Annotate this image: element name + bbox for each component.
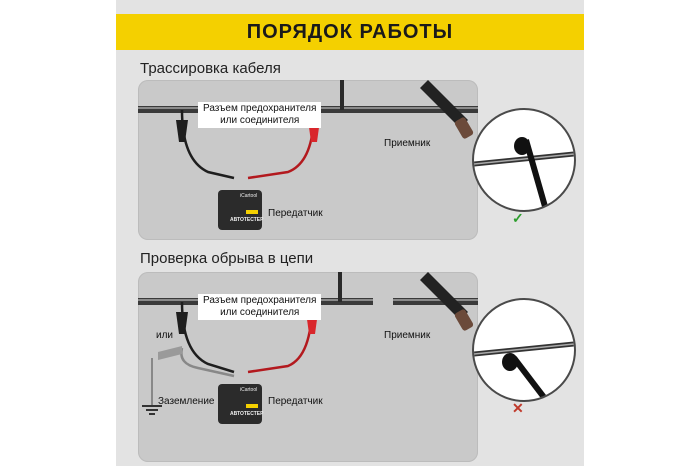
cable-right <box>393 298 478 305</box>
success-check-icon: ✓ <box>512 210 524 226</box>
device-name: АВТОТЕСТЕР <box>230 217 264 223</box>
callout-line1: Разъем предохранителя <box>203 103 317 114</box>
ground-label: Заземление <box>158 396 215 407</box>
section1-title: Трассировка кабеля <box>140 60 281 77</box>
title-banner: ПОРЯДОК РАБОТЫ <box>116 14 584 50</box>
device-name: АВТОТЕСТЕР <box>230 411 264 417</box>
ground-clip <box>158 346 182 360</box>
callout-line2: или соединителя <box>220 115 300 126</box>
zoom-detail <box>474 341 574 400</box>
device-tag <box>246 210 258 214</box>
device-brand: iCartool <box>240 387 258 393</box>
receiver-probe <box>420 80 468 128</box>
section1-callout: Разъем предохранителя или соединителя <box>198 102 322 128</box>
transmitter-label: Передатчик <box>268 208 323 219</box>
banner-title: ПОРЯДОК РАБОТЫ <box>246 20 454 43</box>
section2-title: Проверка обрыва в цепи <box>140 250 314 267</box>
section1-panel: Разъем предохранителя или соединителя iC… <box>138 80 478 240</box>
device-tag <box>246 404 258 408</box>
or-label: или <box>156 330 174 341</box>
section2-panel: Разъем предохранителя или соединителя ил… <box>138 272 478 462</box>
section2-zoom-circle <box>472 298 576 402</box>
section1-zoom-circle <box>472 108 576 212</box>
fail-cross-icon: ✕ <box>512 400 524 416</box>
callout-line2: или соединителя <box>220 307 300 318</box>
transmitter-label: Передатчик <box>268 396 323 407</box>
black-clip <box>176 120 188 142</box>
callout-line1: Разъем предохранителя <box>203 295 317 306</box>
receiver-label: Приемник <box>384 330 431 341</box>
receiver-label: Приемник <box>384 138 431 149</box>
instruction-graphic: ПОРЯДОК РАБОТЫ Трассировка кабеля Разъем… <box>116 0 584 466</box>
zoom-detail <box>474 137 574 210</box>
transmitter-device: iCartool АВТОТЕСТЕР <box>218 190 264 230</box>
ground-wire <box>180 347 235 378</box>
transmitter-device: iCartool АВТОТЕСТЕР <box>218 384 264 424</box>
device-brand: iCartool <box>240 193 258 199</box>
section2-callout: Разъем предохранителя или соединителя <box>198 294 322 320</box>
